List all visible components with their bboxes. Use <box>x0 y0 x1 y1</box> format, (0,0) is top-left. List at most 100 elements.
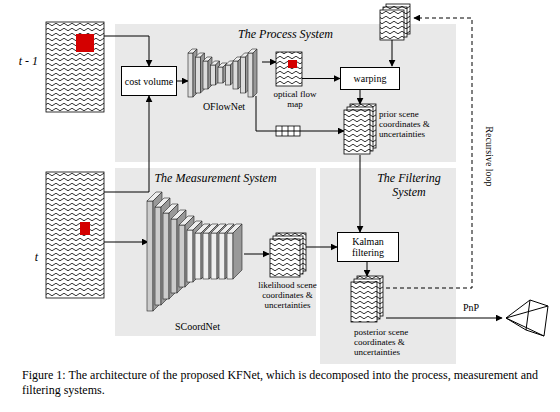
layer-front <box>211 233 217 279</box>
layer-front <box>203 233 209 279</box>
connector-arrow <box>177 81 188 82</box>
layer-front <box>179 225 185 287</box>
layer-front <box>211 65 216 85</box>
network-block: SCoordNet <box>145 186 250 332</box>
network-block: OFlowNet <box>186 38 262 112</box>
camera-edge <box>506 300 530 318</box>
flow-map-picture <box>270 50 310 90</box>
layer-front <box>227 233 233 279</box>
node-label: OFlowNet <box>186 101 262 112</box>
connector-arrow <box>104 36 149 66</box>
layer-front <box>171 219 177 293</box>
system-band: The Measurement SystemSCoordNetlikelihoo… <box>115 168 316 336</box>
camera-symbol <box>506 300 548 336</box>
pnp-label: PnP <box>451 302 491 313</box>
band-ground <box>320 168 456 364</box>
process-box: warping <box>340 67 400 90</box>
layer-front <box>195 233 201 279</box>
stack-texture <box>351 282 377 322</box>
system-band: The Filtering SystemKalman filtering post… <box>320 168 456 364</box>
prior-arrow <box>392 40 393 66</box>
node-label: warping <box>354 73 387 84</box>
red-patch <box>76 34 94 52</box>
image-ground <box>46 22 104 112</box>
connector-arrow <box>104 96 149 192</box>
stack-picture <box>269 232 307 278</box>
layer-side <box>253 49 257 97</box>
layer-side <box>161 198 170 305</box>
connector-arrow <box>244 254 269 255</box>
node-label: Kalman filtering <box>340 236 396 258</box>
layer-front <box>196 57 201 93</box>
image-texture <box>46 22 104 112</box>
time-label: t - 1 <box>19 54 38 69</box>
process-box: cost volume <box>121 66 177 96</box>
layer-front <box>187 230 193 282</box>
camera-base <box>526 300 548 336</box>
time-label: t <box>35 250 38 265</box>
layer-side <box>153 192 162 311</box>
node-label: likelihood scene coordinates & uncertain… <box>250 280 325 310</box>
system-title: The Filtering System <box>366 172 452 200</box>
node-label: posterior scene coordinates & uncertaint… <box>354 327 450 357</box>
node-label: cost volume <box>125 76 174 87</box>
stack-texture <box>380 10 404 40</box>
connector-arrow <box>360 155 361 232</box>
system-title: The Measurement System <box>115 171 316 186</box>
band-ground <box>115 168 316 336</box>
image-picture <box>46 172 104 298</box>
layer-front <box>226 65 231 85</box>
stack-texture <box>344 110 370 154</box>
layer-front <box>233 61 238 89</box>
system-band: The Process System cost volumeOFlowNet opt… <box>115 24 456 162</box>
image-ground <box>46 172 104 298</box>
input-image: t - 1 <box>46 22 104 112</box>
image-texture <box>276 52 302 86</box>
stack-sheet <box>344 110 370 154</box>
camera-edge <box>506 318 526 330</box>
loop-label: Recursive loop <box>484 112 495 202</box>
connector-arrow <box>302 78 340 79</box>
connector-arrow <box>367 262 368 276</box>
camera-edge <box>506 306 548 318</box>
feature-map: likelihood scene coordinates & uncertain… <box>250 232 325 316</box>
node-label: prior scene coordinates & uncertainties <box>379 109 450 139</box>
stack-sheet <box>380 10 404 40</box>
connector-arrow <box>262 62 276 63</box>
network-drawing <box>145 186 250 316</box>
image-ground <box>276 52 302 86</box>
stack-picture <box>350 275 386 327</box>
feature-map: optical flow map <box>270 50 320 112</box>
stack-picture <box>343 103 379 155</box>
layer-front <box>147 201 153 311</box>
network-drawing <box>186 38 262 100</box>
connector-arrow <box>104 242 148 243</box>
figure-caption: Figure 1: The architecture of the propos… <box>22 368 542 398</box>
node-label: optical flow map <box>270 89 320 109</box>
stack-texture <box>270 239 300 277</box>
process-box: Kalman filtering <box>337 232 399 262</box>
layer-front <box>248 53 253 97</box>
layer-front <box>219 233 225 279</box>
layer-front <box>218 67 223 83</box>
layer-front <box>155 207 161 305</box>
connector-arrow <box>306 247 337 248</box>
system-title: The Process System <box>115 27 456 42</box>
red-patch <box>288 60 297 68</box>
stack-sheet <box>351 282 377 322</box>
feature-map: posterior scene coordinates & uncertaint… <box>350 275 450 363</box>
image-texture <box>46 172 104 298</box>
node-label: SCoordNet <box>145 321 250 332</box>
feature-map: prior scene coordinates & uncertainties <box>343 103 450 155</box>
layer-front <box>163 213 169 299</box>
layer-front <box>188 53 193 97</box>
red-patch <box>80 222 90 235</box>
image-picture <box>46 22 104 112</box>
pnp-arrow <box>386 318 502 319</box>
layer-side <box>233 224 242 279</box>
camera-edge <box>506 318 544 336</box>
layer-front <box>241 57 246 93</box>
connector-arrow <box>360 90 361 104</box>
band-ground <box>115 24 456 162</box>
